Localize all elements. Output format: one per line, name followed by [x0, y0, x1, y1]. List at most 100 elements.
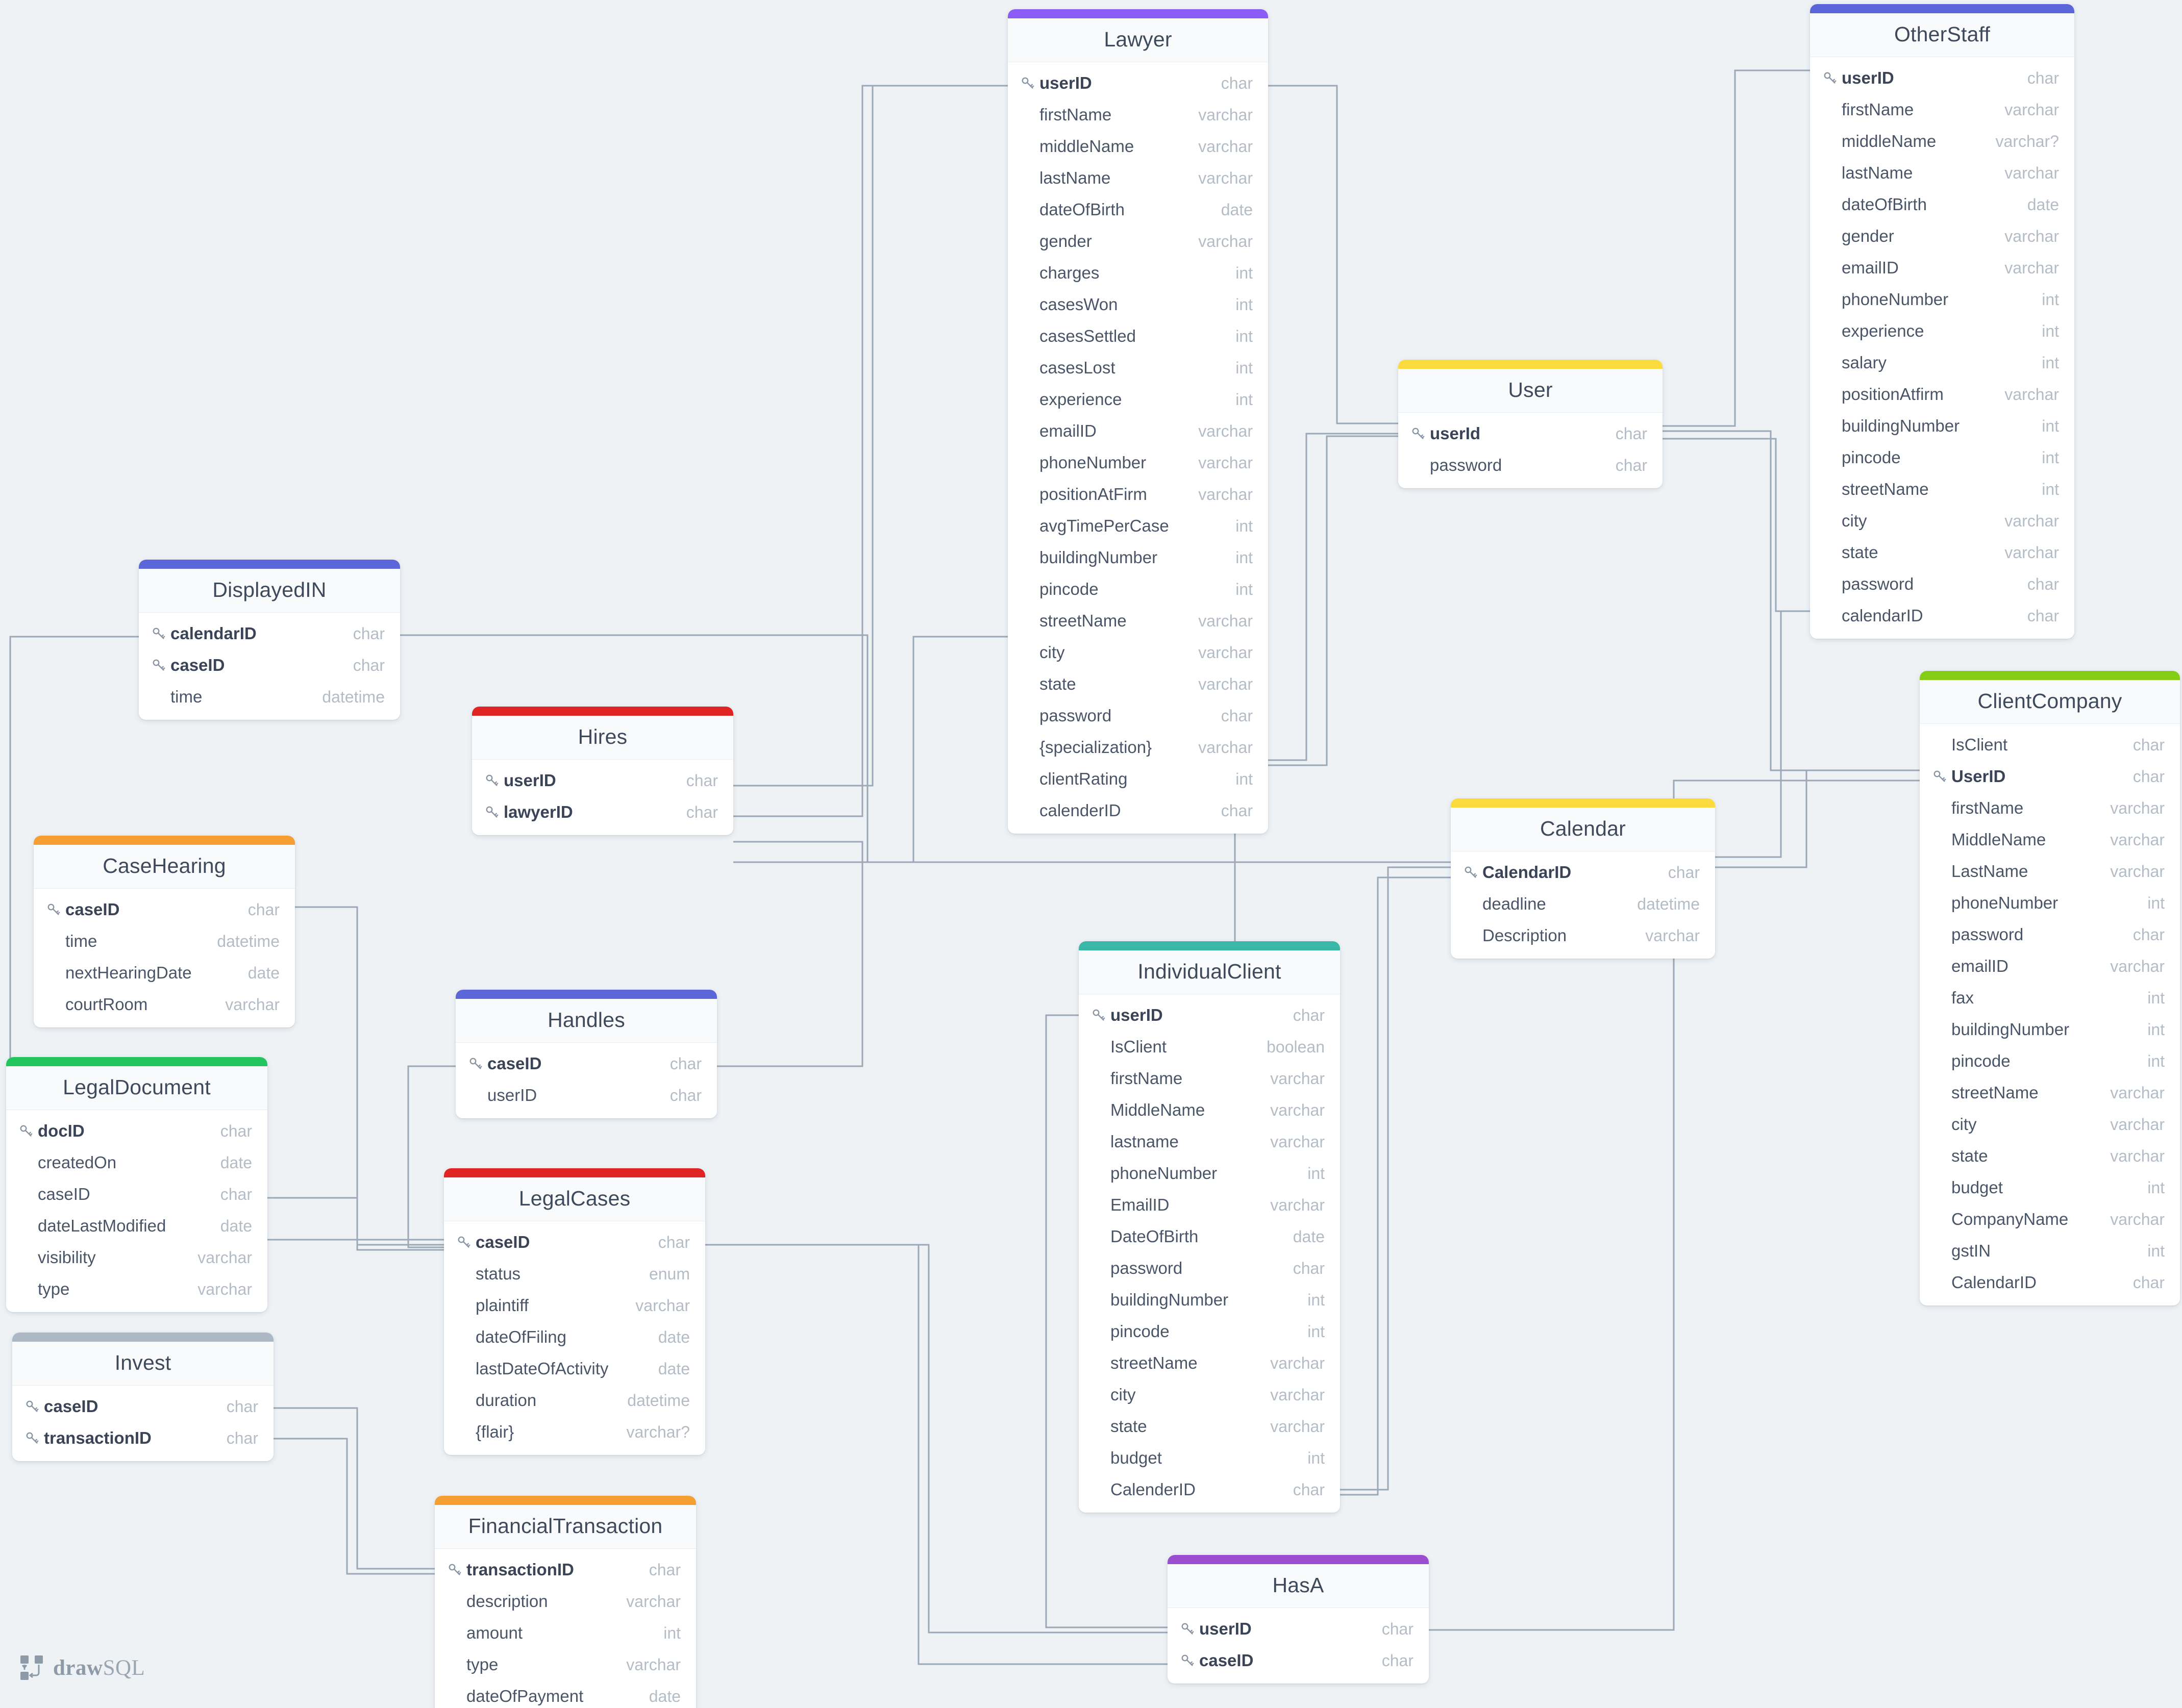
- column-row[interactable]: {specialization}varchar: [1008, 732, 1268, 763]
